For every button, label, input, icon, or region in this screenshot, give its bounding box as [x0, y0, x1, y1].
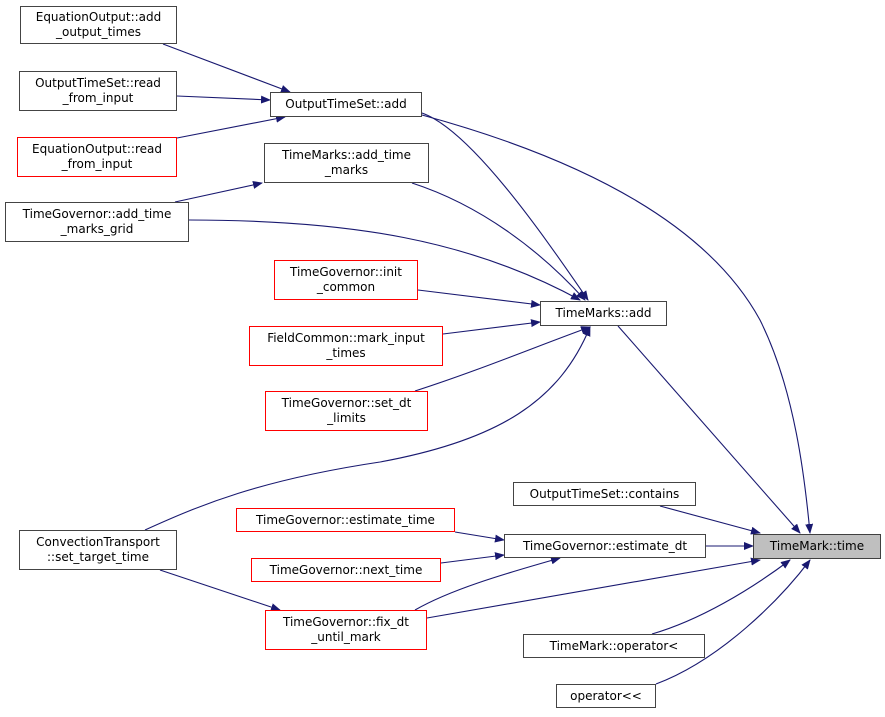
node-tg-next[interactable]: TimeGovernor::next_time	[251, 558, 441, 582]
node-label-line: operator<<	[570, 688, 642, 703]
node-label-line: TimeMark::operator<	[549, 638, 679, 653]
edge-tg_add_grid-to-tm_add_time	[174, 181, 263, 203]
edge-eo_read-to-ots_add	[176, 114, 286, 139]
node-label-line: _marks_grid	[60, 222, 134, 236]
edge-ots_contains-to-tm_time	[659, 505, 761, 535]
node-label-line: TimeGovernor::add_time	[22, 207, 172, 221]
node-eo-add[interactable]: EquationOutput::add_output_times	[20, 6, 177, 44]
node-label-line: OutputTimeSet::add	[285, 97, 407, 111]
node-label-line: FieldCommon::mark_input	[267, 331, 425, 345]
edge-tg_init-to-tm_add	[417, 289, 541, 308]
node-label-line: TimeGovernor::fix_dt	[283, 615, 409, 629]
node-eo-read[interactable]: EquationOutput::read_from_input	[17, 137, 177, 177]
edge-tm_add-to-tm_time	[617, 325, 801, 534]
node-label-line: TimeGovernor::estimate_time	[256, 512, 435, 527]
node-tg-fix[interactable]: TimeGovernor::fix_dt_until_mark	[265, 610, 427, 650]
edge-ots_add-to-tm_time	[421, 114, 814, 534]
node-tg-set-dt[interactable]: TimeGovernor::set_dt_limits	[265, 391, 428, 431]
node-label-line: TimeGovernor::set_dt	[281, 396, 412, 410]
edge-tg_add_grid-to-tm_add	[188, 219, 581, 301]
edge-tg_est_time-to-tg_est_dt	[454, 531, 505, 543]
node-label-line: TimeGovernor::next_time	[269, 562, 423, 577]
edge-tm_op-to-tm_time	[651, 559, 791, 635]
node-tg-init[interactable]: TimeGovernor::init_common	[274, 260, 418, 300]
edge-tg_next-to-tg_est_dt	[440, 552, 505, 564]
node-tm-add-time[interactable]: TimeMarks::add_time_marks	[264, 143, 429, 183]
node-tm-add[interactable]: TimeMarks::add	[540, 301, 667, 326]
node-label-line: TimeMarks::add	[555, 306, 652, 320]
node-tg-est-time[interactable]: TimeGovernor::estimate_time	[236, 508, 455, 532]
node-ots-contains[interactable]: OutputTimeSet::contains	[513, 482, 696, 506]
node-label-line: ::set_target_time	[46, 550, 150, 564]
node-label-line: _times	[326, 346, 366, 360]
node-tg-add-grid[interactable]: TimeGovernor::add_time_marks_grid	[5, 202, 189, 242]
node-label-line: TimeGovernor::init	[290, 265, 402, 279]
node-label-line: _output_times	[56, 25, 141, 39]
node-label-line: _limits	[327, 411, 366, 425]
edge-ct-to-tg_fix	[159, 569, 281, 611]
edge-tm_add_time-to-tm_add	[411, 182, 586, 301]
edge-tg_fix-to-tm_time	[426, 557, 761, 619]
edge-op-to-tm_time	[655, 559, 811, 685]
node-label-line: _from_input	[61, 157, 133, 171]
node-op[interactable]: operator<<	[556, 684, 656, 708]
edge-tg_set_dt-to-tm_add	[414, 326, 591, 392]
node-ct[interactable]: ConvectionTransport::set_target_time	[19, 530, 177, 570]
node-ots-read[interactable]: OutputTimeSet::read_from_input	[19, 71, 177, 111]
edge-fc_mark-to-tm_add	[442, 319, 541, 335]
node-tg-est-dt[interactable]: TimeGovernor::estimate_dt	[504, 534, 706, 558]
node-label-line: EquationOutput::read	[32, 142, 162, 156]
node-label-line: OutputTimeSet::contains	[529, 486, 680, 501]
node-tm-time[interactable]: TimeMark::time	[753, 534, 881, 559]
node-label-line: TimeGovernor::estimate_dt	[522, 538, 688, 553]
edge-eo_add-to-ots_add	[162, 43, 291, 93]
node-label-line: _until_mark	[311, 630, 381, 644]
node-label-line: _common	[316, 280, 376, 294]
node-label-line: TimeMark::time	[769, 539, 865, 553]
node-label-line: EquationOutput::add	[35, 10, 162, 24]
edge-ots_add-to-tm_add	[421, 112, 589, 301]
node-ots-add[interactable]: OutputTimeSet::add	[270, 92, 422, 117]
node-label-line: TimeMarks::add_time	[282, 148, 411, 162]
edge-ots_read-to-ots_add	[176, 95, 271, 104]
edge-ct-to-tm_add	[144, 326, 591, 531]
edge-tg_fix-to-tg_est_dt	[414, 556, 561, 611]
node-label-line: ConvectionTransport	[36, 535, 160, 549]
node-label-line: _from_input	[62, 91, 134, 105]
node-label-line: OutputTimeSet::read	[35, 76, 161, 90]
node-fc-mark[interactable]: FieldCommon::mark_input_times	[249, 326, 443, 366]
node-label-line: _marks	[324, 163, 369, 177]
node-tm-op[interactable]: TimeMark::operator<	[523, 634, 705, 658]
